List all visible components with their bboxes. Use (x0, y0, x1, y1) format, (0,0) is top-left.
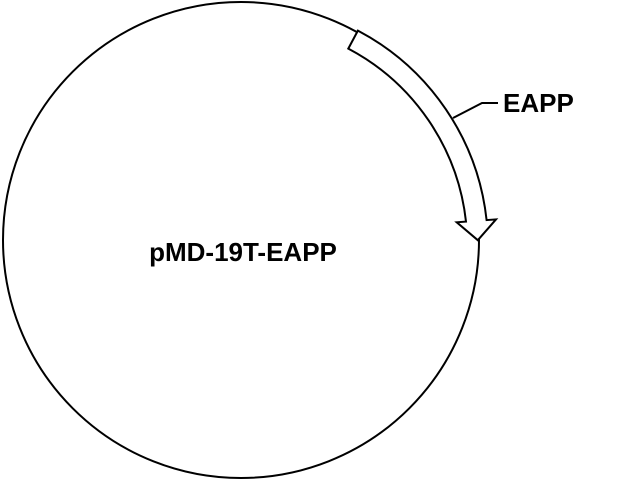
feature-leader-line-eapp (452, 102, 498, 119)
feature-label-eapp: EAPP (503, 88, 574, 118)
feature-arrow-eapp (346, 29, 499, 242)
plasmid-name: pMD-19T-EAPP (149, 237, 337, 267)
